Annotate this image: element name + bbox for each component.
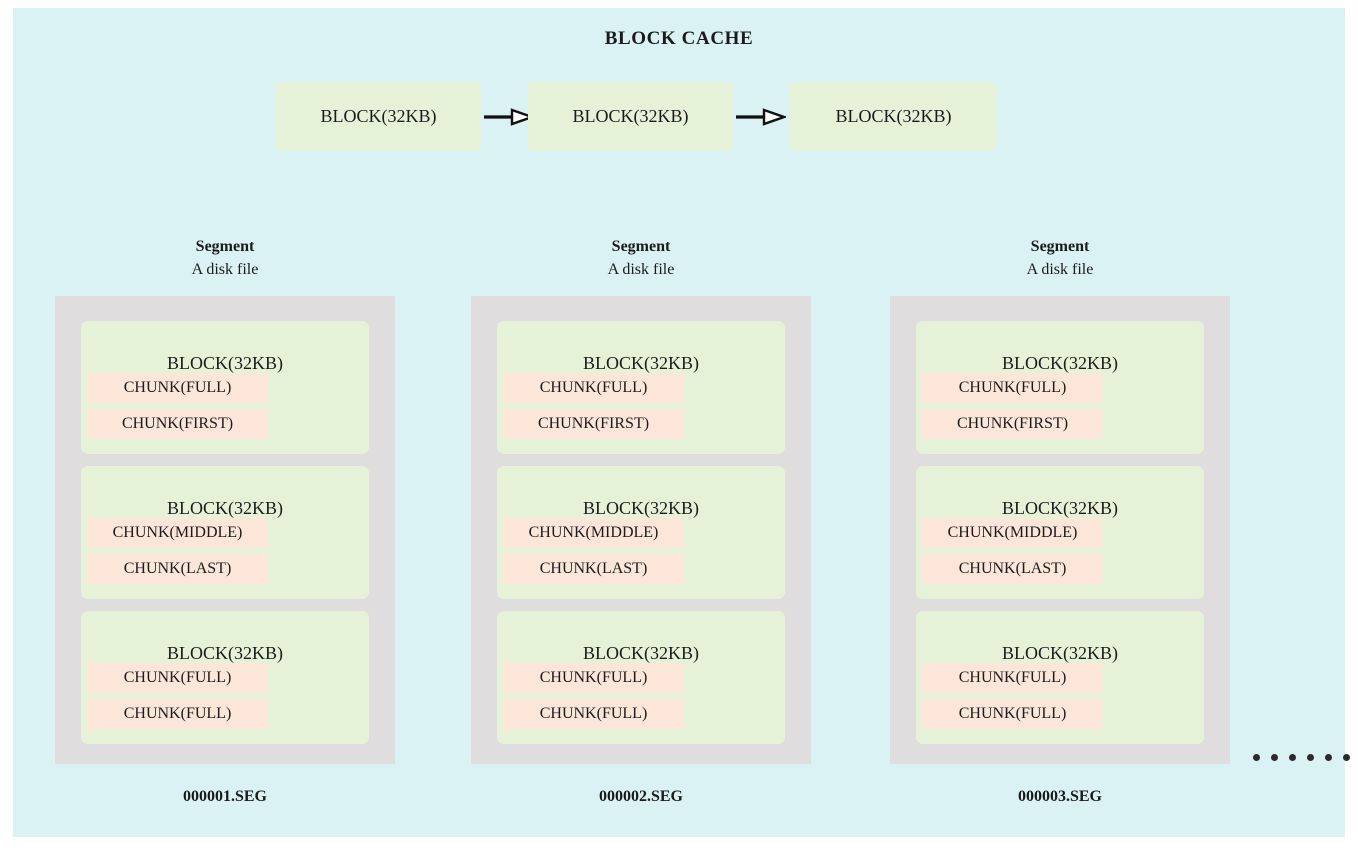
segments-row: Segment A disk file BLOCK(32KB) CHUNK(FU…: [13, 236, 1350, 816]
segment-3: Segment A disk file BLOCK(32KB) CHUNK(FU…: [890, 236, 1230, 806]
cache-block-2: BLOCK(32KB): [528, 82, 733, 151]
segment-block: BLOCK(32KB) CHUNK(FULL) CHUNK(FIRST): [916, 321, 1204, 454]
segment-block: BLOCK(32KB) CHUNK(FULL) CHUNK(FIRST): [81, 321, 369, 454]
chunk-box: CHUNK(FULL): [87, 373, 268, 403]
cache-block-1: BLOCK(32KB): [276, 82, 481, 151]
chunk-box: CHUNK(FULL): [503, 699, 684, 729]
segment-container: BLOCK(32KB) CHUNK(FULL) CHUNK(FIRST) BLO…: [55, 296, 395, 764]
chunk-box: CHUNK(MIDDLE): [503, 518, 684, 548]
chunk-box: CHUNK(FULL): [87, 699, 268, 729]
ellipsis-dot: [1271, 754, 1278, 761]
segment-block: BLOCK(32KB) CHUNK(FULL) CHUNK(FULL): [81, 611, 369, 744]
segment-container: BLOCK(32KB) CHUNK(FULL) CHUNK(FIRST) BLO…: [471, 296, 811, 764]
segment-block: BLOCK(32KB) CHUNK(FULL) CHUNK(FULL): [497, 611, 785, 744]
segment-header: Segment A disk file: [471, 236, 811, 282]
segment-block: BLOCK(32KB) CHUNK(FULL) CHUNK(FULL): [916, 611, 1204, 744]
chunk-box: CHUNK(MIDDLE): [87, 518, 268, 548]
block-cache-row: BLOCK(32KB) BLOCK(32KB) BLOCK(32KB): [13, 82, 1345, 152]
chunk-box: CHUNK(FULL): [922, 699, 1103, 729]
ellipsis-icon: [1253, 754, 1350, 761]
chunk-box: CHUNK(FIRST): [922, 409, 1103, 439]
chunk-box: CHUNK(FULL): [87, 663, 268, 693]
ellipsis-dot: [1343, 754, 1350, 761]
segment-subtitle: A disk file: [607, 261, 675, 278]
chunk-box: CHUNK(LAST): [922, 554, 1103, 584]
arrow-right-icon: [736, 108, 786, 126]
segment-1: Segment A disk file BLOCK(32KB) CHUNK(FU…: [55, 236, 395, 806]
segment-block: BLOCK(32KB) CHUNK(MIDDLE) CHUNK(LAST): [916, 466, 1204, 599]
segment-file-name: 000001.SEG: [182, 788, 267, 805]
segment-title: Segment: [195, 238, 255, 255]
segment-header: Segment A disk file: [890, 236, 1230, 282]
cache-block-label: BLOCK(32KB): [835, 106, 952, 126]
block-label: BLOCK(32KB): [1002, 353, 1118, 373]
block-label: BLOCK(32KB): [167, 498, 283, 518]
cache-block-label: BLOCK(32KB): [320, 106, 437, 126]
ellipsis-dot: [1253, 754, 1260, 761]
chunk-box: CHUNK(FIRST): [87, 409, 268, 439]
segment-subtitle: A disk file: [191, 261, 259, 278]
chunk-box: CHUNK(LAST): [87, 554, 268, 584]
segment-file-name: 000003.SEG: [1017, 788, 1102, 805]
arrow-right-icon: [484, 108, 534, 126]
segment-title: Segment: [1030, 238, 1090, 255]
chunk-box: CHUNK(MIDDLE): [922, 518, 1103, 548]
page-title: BLOCK CACHE: [604, 28, 754, 49]
segment-container: BLOCK(32KB) CHUNK(FULL) CHUNK(FIRST) BLO…: [890, 296, 1230, 764]
ellipsis-dot: [1325, 754, 1332, 761]
ellipsis-dot: [1289, 754, 1296, 761]
segment-block: BLOCK(32KB) CHUNK(MIDDLE) CHUNK(LAST): [497, 466, 785, 599]
segment-2: Segment A disk file BLOCK(32KB) CHUNK(FU…: [471, 236, 811, 806]
block-label: BLOCK(32KB): [1002, 643, 1118, 663]
block-label: BLOCK(32KB): [583, 498, 699, 518]
segment-block: BLOCK(32KB) CHUNK(FULL) CHUNK(FIRST): [497, 321, 785, 454]
block-label: BLOCK(32KB): [167, 643, 283, 663]
chunk-box: CHUNK(FULL): [503, 373, 684, 403]
segment-subtitle: A disk file: [1026, 261, 1094, 278]
block-label: BLOCK(32KB): [1002, 498, 1118, 518]
chunk-box: CHUNK(FULL): [503, 663, 684, 693]
block-label: BLOCK(32KB): [167, 353, 283, 373]
ellipsis-dot: [1307, 754, 1314, 761]
cache-block-3: BLOCK(32KB): [790, 82, 997, 151]
segment-block: BLOCK(32KB) CHUNK(MIDDLE) CHUNK(LAST): [81, 466, 369, 599]
chunk-box: CHUNK(FIRST): [503, 409, 684, 439]
chunk-box: CHUNK(LAST): [503, 554, 684, 584]
chunk-box: CHUNK(FULL): [922, 663, 1103, 693]
segment-title: Segment: [611, 238, 671, 255]
block-label: BLOCK(32KB): [583, 353, 699, 373]
chunk-box: CHUNK(FULL): [922, 373, 1103, 403]
segment-header: Segment A disk file: [55, 236, 395, 282]
diagram-canvas: BLOCK CACHE BLOCK(32KB) BLOCK(32KB) BLOC…: [13, 8, 1350, 837]
cache-block-label: BLOCK(32KB): [572, 106, 689, 126]
block-label: BLOCK(32KB): [583, 643, 699, 663]
segment-file-name: 000002.SEG: [598, 788, 683, 805]
